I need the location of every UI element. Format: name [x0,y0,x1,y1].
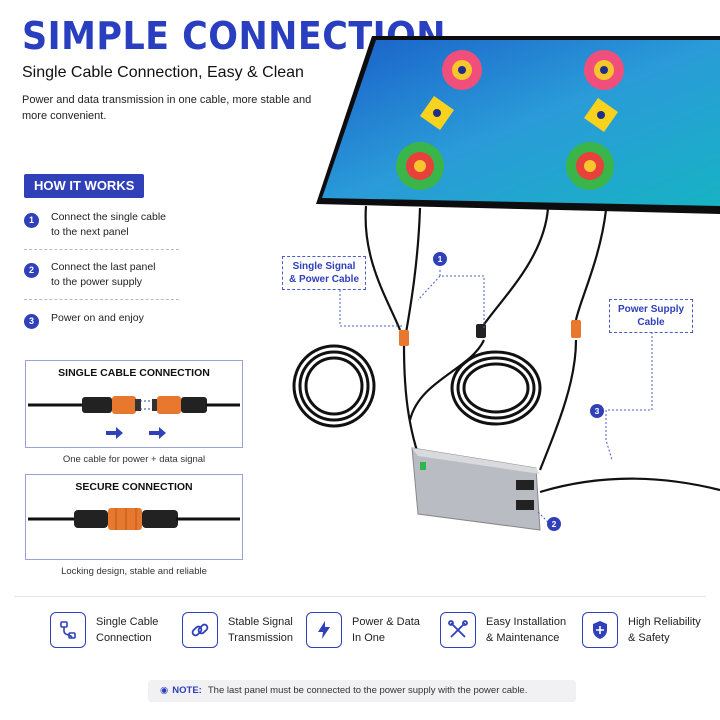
feature-line: Single Cable [96,616,159,628]
step-text: Power on and enjoy [51,311,144,326]
feature-single-cable: Single Cable Connection [50,612,158,648]
orange-connector [571,320,581,338]
feature-line: & Maintenance [486,632,560,644]
callout-line: Single Signal [292,261,356,272]
step-line: Power on and enjoy [51,312,144,324]
features-divider [14,596,706,597]
step-2: 2 Connect the last panel to the power su… [24,260,234,290]
step-line: to the next panel [51,226,129,238]
signal-cable-callout: Single Signal & Power Cable [282,256,366,290]
feature-line: & Safety [628,632,670,644]
page-subtitle: Single Cable Connection, Easy & Clean [22,64,304,81]
led-panel-screen [322,40,720,206]
step-1: 1 Connect the single cable to the next p… [24,210,234,240]
locked-connector-illustration [28,508,240,530]
pinwheel-icon [442,50,482,90]
page-description: Power and data transmission in one cable… [22,94,312,122]
feature-power-data: Power & Data In One [306,612,420,648]
single-cable-connection-box: SINGLE CABLE CONNECTION [25,360,243,448]
step-number: 2 [24,263,39,278]
lightning-icon [306,612,342,648]
product-illustration [292,36,720,531]
feature-easy-installation: Easy Installation & Maintenance [440,612,566,648]
pinwheel-icon [566,142,614,190]
step-line: to the power supply [51,276,143,288]
step-divider [24,249,179,250]
feature-line: Power & Data [352,616,420,628]
feature-high-reliability: High Reliability & Safety [582,612,701,648]
lightbulb-icon: ◉ [160,685,169,696]
arrow-right-icon [149,427,166,439]
feature-line: Easy Installation [486,616,567,628]
link-icon [182,612,218,648]
shield-icon [582,612,618,648]
step-text: Connect the single cable to the next pan… [51,210,166,240]
feature-line: Connection [96,632,152,644]
callout-line: & Power Cable [288,274,360,285]
feature-line: Transmission [228,632,293,644]
callout-line: Power Supply [617,304,685,315]
box-title: SECURE CONNECTION [75,481,193,493]
pinwheel-icon [584,98,618,132]
step-number: 1 [24,213,39,228]
step-text: Connect the last panel to the power supp… [51,260,156,290]
note-label: NOTE: [172,685,202,696]
power-cable-callout: Power Supply Cable [609,299,693,333]
note-bar: ◉NOTE: The last panel must be connected t… [148,680,576,702]
diagram-badge-1: 1 [433,252,447,266]
step-line: Connect the single cable [51,211,166,223]
connector-illustration [28,396,240,439]
diagram-badge-2: 2 [547,517,561,531]
step-divider [24,299,179,300]
feature-label: Easy Installation & Maintenance [486,614,566,646]
cable-icon [50,612,86,648]
tools-icon [440,612,476,648]
secure-connection-box: SECURE CONNECTION [25,474,243,560]
feature-label: Stable Signal Transmission [228,614,293,646]
coiled-cable [450,350,542,426]
feature-label: High Reliability & Safety [628,614,701,646]
orange-connector [399,330,409,346]
feature-stable-signal: Stable Signal Transmission [182,612,293,648]
feature-label: Single Cable Connection [96,614,158,646]
single-cable-caption: One cable for power + data signal [62,454,206,465]
step-number: 3 [24,314,39,329]
step-line: Connect the last panel [51,261,156,273]
feature-line: In One [352,632,386,644]
pinwheel-icon [584,50,624,90]
arrow-right-icon [106,427,123,439]
feature-label: Power & Data In One [352,614,420,646]
pinwheel-icon [396,142,444,190]
box-title: SINGLE CABLE CONNECTION [58,367,210,379]
step-3: 3 Power on and enjoy [24,311,234,329]
callout-line: Cable [637,317,665,328]
coiled-cable [292,344,376,428]
diagram-badge-3: 3 [590,404,604,418]
feature-line: Stable Signal [228,616,293,628]
pinwheel-icon [420,96,454,130]
note-text: The last panel must be connected to the … [207,685,528,696]
how-it-works-badge: HOW IT WORKS [24,174,145,198]
feature-line: High Reliability [628,616,701,628]
secure-connection-caption: Locking design, stable and reliable [61,566,207,577]
